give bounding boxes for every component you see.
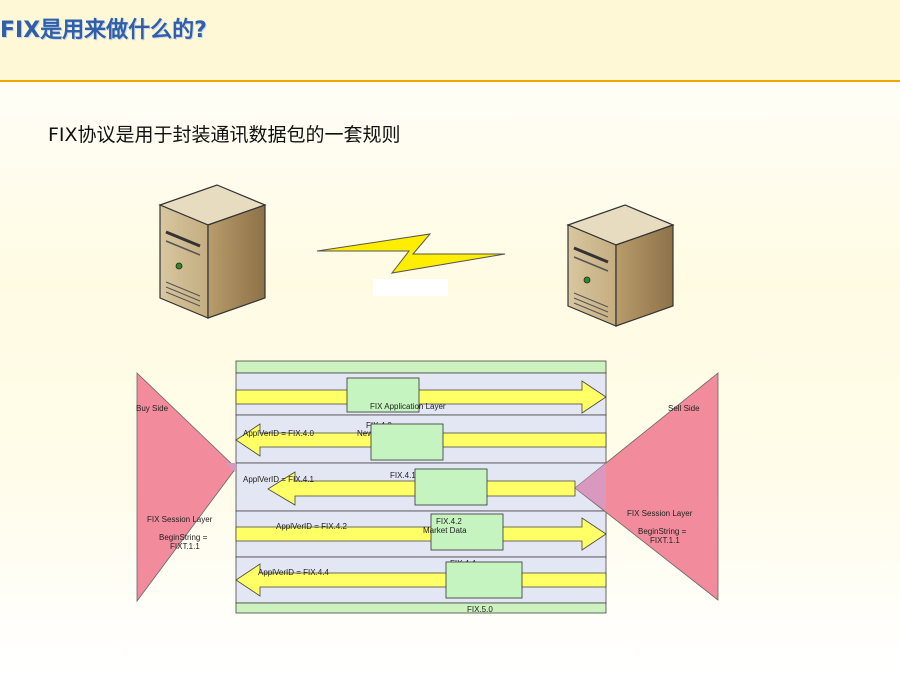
row3-box xyxy=(414,468,488,506)
server-left-icon xyxy=(158,184,267,319)
sell-side-triangle xyxy=(574,372,719,601)
right-fixt: FIXT.1.1 xyxy=(650,536,680,545)
arrow-row-5-left xyxy=(235,563,607,597)
buy-side-triangle xyxy=(136,372,237,603)
arrow-row-1-right xyxy=(235,380,607,414)
row4-applverid: ApplVerID = FIX.4.2 xyxy=(276,522,347,531)
server-right-icon xyxy=(566,204,675,327)
row2-box xyxy=(370,423,444,461)
row6-label: FIX.5.0 xyxy=(467,605,493,614)
row2-applverid: ApplVerID = FIX.4.0 xyxy=(243,429,314,438)
row4-box xyxy=(430,513,504,551)
row3-version: FIX.4.1 xyxy=(390,471,416,480)
row2-type: New xyxy=(357,429,373,438)
row3-applverid: ApplVerID = FIX.4.1 xyxy=(243,475,314,484)
blank-label xyxy=(373,279,448,296)
left-beginstring: BeginString = xyxy=(159,533,208,542)
app-layer-label: FIX Application Layer xyxy=(370,402,446,411)
row4-type: Market Data xyxy=(423,526,467,535)
row5-box xyxy=(445,561,523,599)
lightning-bolt-icon xyxy=(316,233,506,274)
left-session-label: FIX Session Layer xyxy=(147,515,213,524)
arrow-row-4-right xyxy=(235,517,607,551)
title-bar: FIX是用来做什么的? xyxy=(0,0,900,82)
page-title: FIX是用来做什么的? xyxy=(0,18,207,43)
right-session-label: FIX Session Layer xyxy=(627,509,693,518)
subtitle: FIX协议是用于封装通讯数据包的一套规则 xyxy=(48,124,401,146)
sell-side-label: Sell Side xyxy=(668,404,700,413)
right-beginstring: BeginString = xyxy=(638,527,687,536)
app-layer-box xyxy=(346,377,420,413)
row4-version: FIX.4.2 xyxy=(436,517,462,526)
left-fixt: FIXT.1.1 xyxy=(170,542,200,551)
row5-applverid: ApplVerID = FIX.4.4 xyxy=(258,568,329,577)
buy-side-label: Buy Side xyxy=(136,404,169,413)
